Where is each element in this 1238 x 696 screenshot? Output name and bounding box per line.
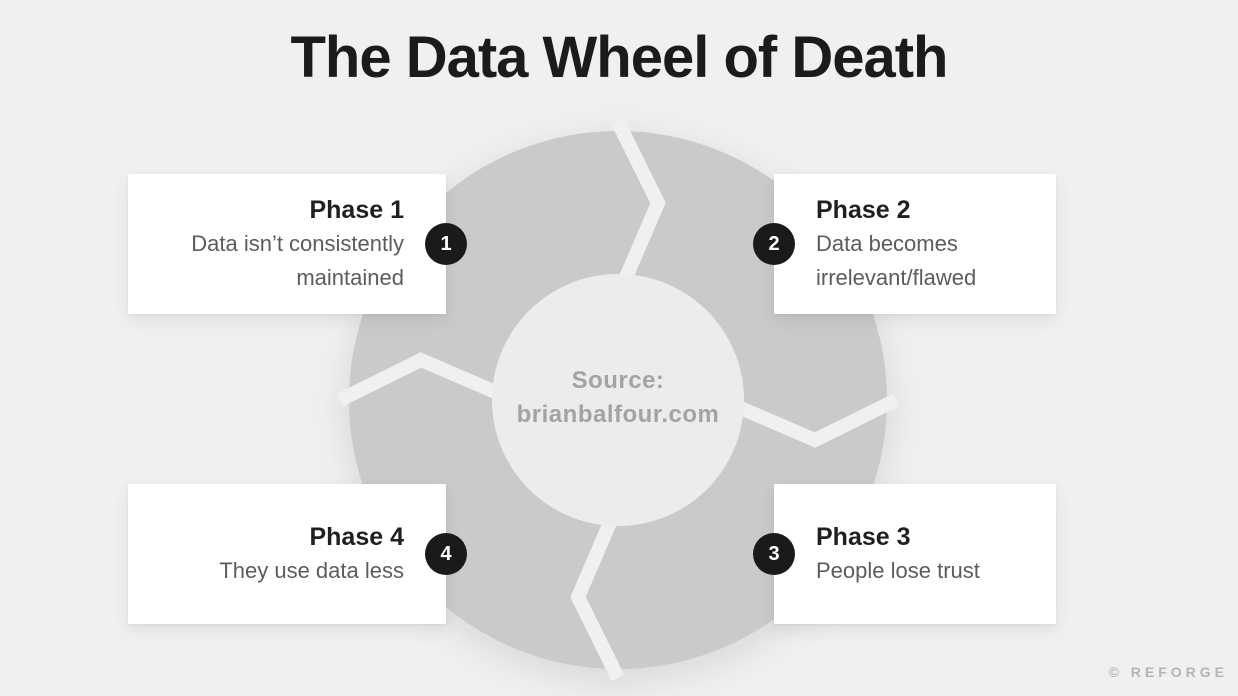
source-label: Source: brianbalfour.com xyxy=(458,364,778,432)
phase-2-title: Phase 2 xyxy=(816,196,911,224)
wheel-svg xyxy=(338,120,898,680)
phase-2-description: Data becomes irrelevant/flawed xyxy=(816,231,977,290)
phase-3-title: Phase 3 xyxy=(816,523,911,551)
phase-card-1: Phase 1 Data isn’t consistently maintain… xyxy=(128,174,467,314)
wheel-ring xyxy=(349,131,887,669)
source-label-line2: brianbalfour.com xyxy=(516,401,720,428)
phase-1-number-badge: 1 xyxy=(425,223,467,265)
phase-2-number-badge: 2 xyxy=(753,223,795,265)
phase-card-3: Phase 3 People lose trust 3 xyxy=(753,484,1056,624)
page-title: The Data Wheel of Death xyxy=(290,25,949,90)
phase-card-4: Phase 4 They use data less 4 xyxy=(128,484,467,624)
phase-3-description: People lose trust xyxy=(816,558,980,583)
phase-4-title: Phase 4 xyxy=(309,523,404,551)
reforge-copyright-credit: © REFORGE xyxy=(1108,664,1228,680)
phase-1-description: Data isn’t consistently maintained xyxy=(191,231,404,290)
wheel-gap-arrow-right xyxy=(733,393,898,448)
phase-4-number-badge: 4 xyxy=(425,533,467,575)
cycle-wheel: Source: brianbalfour.com xyxy=(338,120,898,680)
phase-card-2: Phase 2 Data becomes irrelevant/flawed 2 xyxy=(753,174,1056,314)
phase-3-number-badge: 3 xyxy=(753,533,795,575)
wheel-gap-arrow-left xyxy=(338,352,503,407)
wheel-hub xyxy=(492,274,744,526)
source-label-line1: Source: xyxy=(571,367,665,394)
phase-1-title: Phase 1 xyxy=(309,196,404,224)
wheel-gap-arrow-bottom xyxy=(570,515,625,680)
phase-4-description: They use data less xyxy=(219,558,404,583)
wheel-gap-arrow-top xyxy=(611,120,666,285)
